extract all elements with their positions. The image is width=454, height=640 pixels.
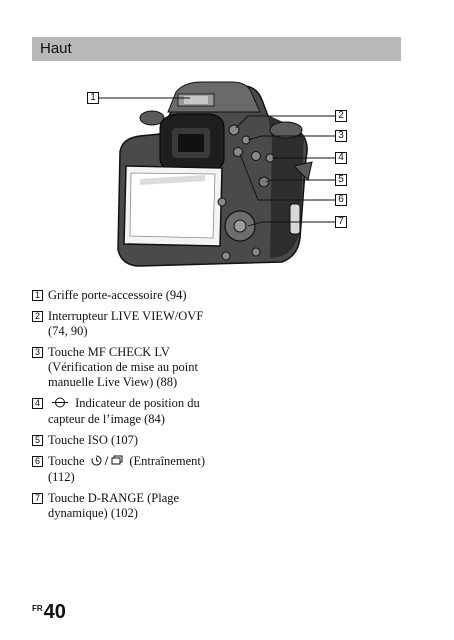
legend-item: 4 Indicateur de position du capteur de l… [32,396,222,427]
legend-text: Touche MF CHECK LV (Vérification de mise… [48,345,198,389]
legend-number: 3 [32,347,43,358]
page-number: FR40 [32,601,66,624]
legend-item: 2 Interrupteur LIVE VIEW/OVF (74, 90) [32,309,222,339]
callout-3: 3 [335,130,347,142]
legend-prefix: Touche [48,454,85,468]
section-header: Haut [32,37,401,61]
focal-plane-icon [51,397,69,412]
legend-number: 4 [32,398,43,409]
section-title: Haut [40,40,72,57]
legend-item: 6 Touche / (Entraînement) (112) [32,454,222,485]
legend-number: 7 [32,493,43,504]
legend-item: 1 Griffe porte-accessoire (94) [32,288,222,303]
legend-item: 7 Touche D-RANGE (Plage dynamique) (102) [32,491,222,521]
legend-list: 1 Griffe porte-accessoire (94) 2 Interru… [32,288,222,527]
callout-2: 2 [335,110,347,122]
page-number-value: 40 [43,601,66,623]
page-prefix: FR [32,604,43,613]
callout-6: 6 [335,194,347,206]
callout-7: 7 [335,216,347,228]
legend-text: Griffe porte-accessoire (94) [48,288,187,302]
legend-text: Indicateur de position du capteur de l’i… [48,396,200,426]
callout-5: 5 [335,174,347,186]
legend-text: (Entraînement) (112) [48,454,206,484]
camera-figure: 1 2 3 4 5 6 7 [0,70,454,280]
self-timer-icon [91,455,102,470]
legend-item: 3 Touche MF CHECK LV (Vérification de mi… [32,345,222,390]
legend-item: 5 Touche ISO (107) [32,433,222,448]
callout-4: 4 [335,152,347,164]
camera-back-illustration [99,81,335,267]
legend-number: 6 [32,456,43,467]
legend-text: Touche ISO (107) [48,433,139,447]
legend-text: Interrupteur LIVE VIEW/OVF (74, 90) [48,309,204,338]
legend-number: 5 [32,435,43,446]
legend-number: 1 [32,290,43,301]
drive-continuous-icon [111,455,123,470]
legend-text: Touche D-RANGE (Plage dynamique) (102) [48,491,180,520]
callout-1: 1 [87,92,99,104]
legend-number: 2 [32,311,43,322]
